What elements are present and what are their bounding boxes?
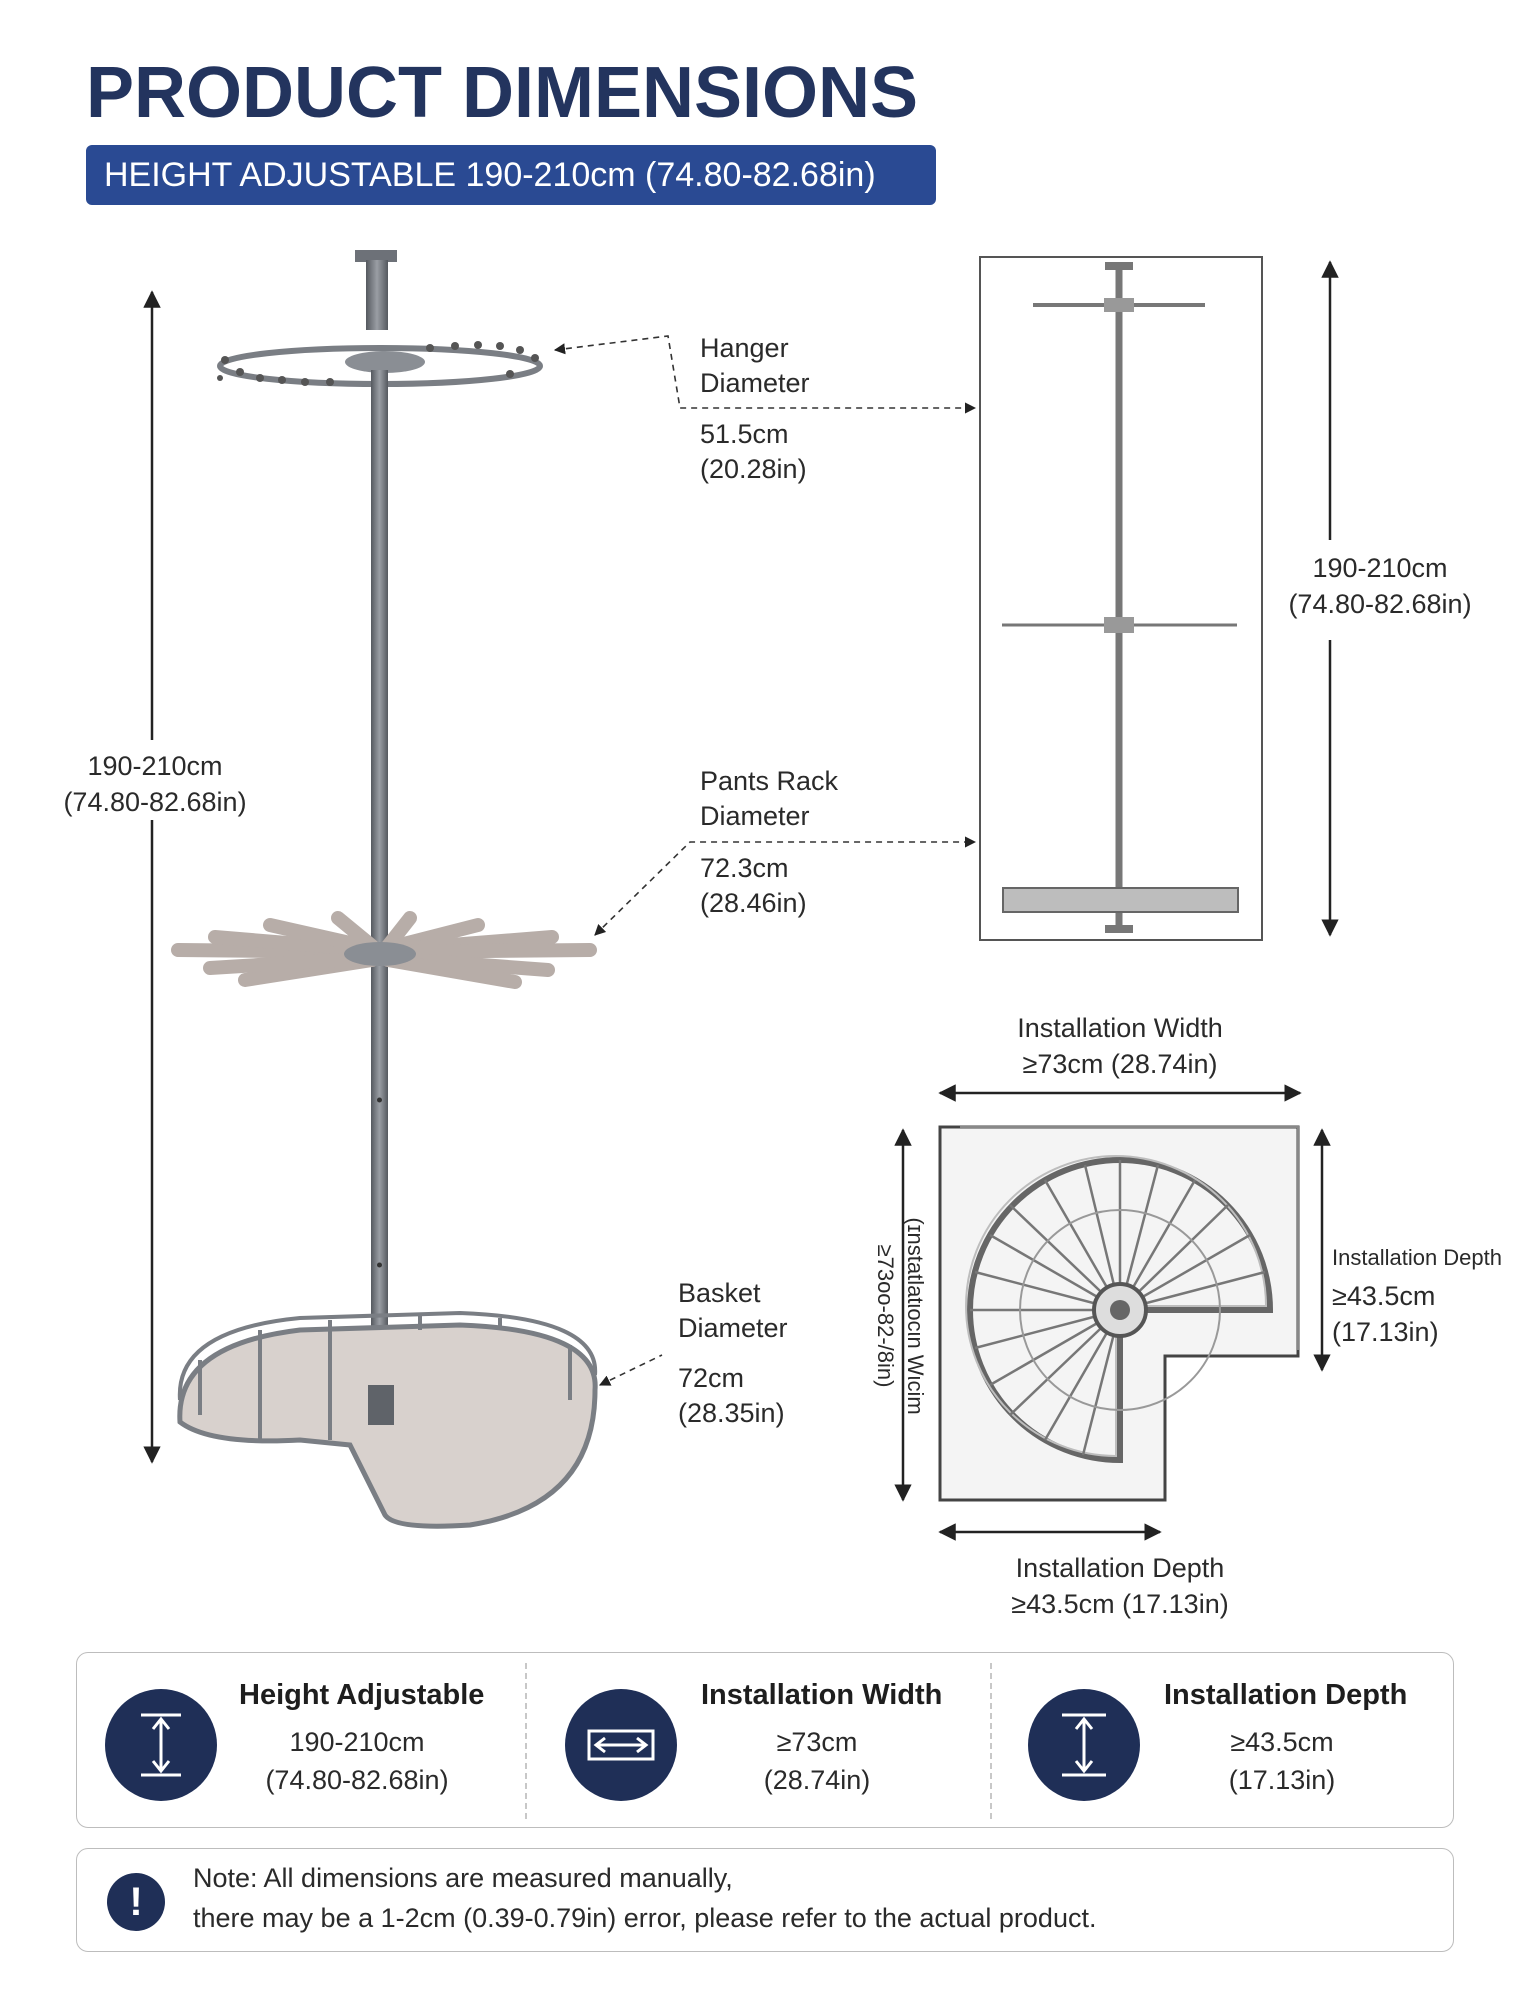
pants-leader bbox=[594, 836, 977, 936]
basket-label-2: Diameter bbox=[678, 1313, 788, 1343]
install-width-vertical-2: ≥73oo-82-/8in) bbox=[873, 1244, 898, 1388]
install-width-label: Installation Width bbox=[1017, 1013, 1223, 1043]
width-arrow-icon bbox=[565, 1689, 677, 1801]
install-width-value: ≥73cm (28.74in) bbox=[1022, 1049, 1218, 1079]
pants-value: 72.3cm bbox=[700, 853, 789, 883]
exclamation-icon: ! bbox=[107, 1873, 165, 1931]
pants-value-in: (28.46in) bbox=[700, 888, 807, 918]
feature-width: Installation Width ≥73cm (28.74in) bbox=[527, 1653, 992, 1827]
depth-arrow-icon bbox=[1028, 1689, 1140, 1801]
side-height-label: 190-210cm bbox=[1312, 553, 1448, 583]
hanger-label-2: Diameter bbox=[700, 368, 810, 398]
note-box: ! Note: All dimensions are measured manu… bbox=[76, 1848, 1454, 1952]
pole-base bbox=[368, 1385, 394, 1425]
feature-width-title: Installation Width bbox=[701, 1679, 943, 1711]
feature-height: Height Adjustable 190-210cm (74.80-82.68… bbox=[77, 1653, 527, 1827]
height-banner: HEIGHT ADJUSTABLE 190-210cm (74.80-82.68… bbox=[86, 145, 936, 205]
feature-divider bbox=[990, 1663, 992, 1819]
hanger-value: 51.5cm bbox=[700, 419, 789, 449]
feature-summary: Height Adjustable 190-210cm (74.80-82.68… bbox=[76, 1652, 1454, 1828]
basket-value-in: (28.35in) bbox=[678, 1398, 785, 1428]
feature-depth-value: ≥43.5cm bbox=[1230, 1727, 1334, 1757]
top-view-drawing bbox=[894, 1084, 1331, 1541]
hanger-hooks bbox=[217, 341, 539, 390]
install-depth-bottom-value: ≥43.5cm (17.13in) bbox=[1011, 1589, 1229, 1619]
main-height-label: 190-210cm bbox=[87, 751, 223, 781]
page-title: PRODUCT DIMENSIONS bbox=[86, 53, 919, 133]
basket-value: 72cm bbox=[678, 1363, 745, 1393]
feature-height-value-in: (74.80-82.68in) bbox=[265, 1765, 449, 1795]
install-depth-right-value: ≥43.5cm bbox=[1332, 1281, 1436, 1311]
basket-leader bbox=[598, 1354, 663, 1386]
pants-label-2: Diameter bbox=[700, 801, 810, 831]
install-depth-right-value-in: (17.13in) bbox=[1332, 1317, 1439, 1347]
feature-width-value-in: (28.74in) bbox=[763, 1765, 871, 1795]
feature-depth-value-in: (17.13in) bbox=[1228, 1765, 1336, 1795]
top-cap bbox=[355, 250, 397, 262]
basket-tray bbox=[177, 1322, 598, 1529]
note-line-2: there may be a 1-2cm (0.39-0.79in) error… bbox=[193, 1903, 1097, 1933]
side-height-label-in: (74.80-82.68in) bbox=[1288, 589, 1472, 619]
main-product-drawing bbox=[70, 250, 977, 1529]
pants-rack-hub bbox=[344, 942, 416, 966]
install-depth-bottom-label: Installation Depth bbox=[1015, 1553, 1225, 1583]
feature-depth-title: Installation Depth bbox=[1164, 1679, 1408, 1711]
install-width-vertical-1: (ɪnstatlatιocιn Wιcim bbox=[903, 1217, 928, 1415]
height-arrow-icon bbox=[105, 1689, 217, 1801]
feature-depth: Installation Depth ≥43.5cm (17.13in) bbox=[992, 1653, 1452, 1827]
hanger-value-in: (20.28in) bbox=[700, 454, 807, 484]
feature-height-value: 190-210cm bbox=[289, 1727, 425, 1757]
install-depth-right-label: Installation Depth bbox=[1332, 1245, 1502, 1270]
main-height-label-in: (74.80-82.68in) bbox=[63, 787, 247, 817]
feature-height-title: Height Adjustable bbox=[239, 1679, 485, 1711]
side-view-drawing bbox=[979, 256, 1380, 941]
hanger-label-1: Hanger bbox=[700, 333, 789, 363]
feature-divider bbox=[525, 1663, 527, 1819]
main-pole bbox=[371, 370, 388, 1400]
basket-label-1: Basket bbox=[678, 1278, 761, 1308]
pants-rack-arms bbox=[171, 911, 597, 989]
hanger-leader bbox=[553, 335, 977, 414]
feature-width-value: ≥73cm bbox=[776, 1727, 858, 1757]
pants-label-1: Pants Rack bbox=[700, 766, 839, 796]
note-line-1: Note: All dimensions are measured manual… bbox=[193, 1863, 733, 1893]
